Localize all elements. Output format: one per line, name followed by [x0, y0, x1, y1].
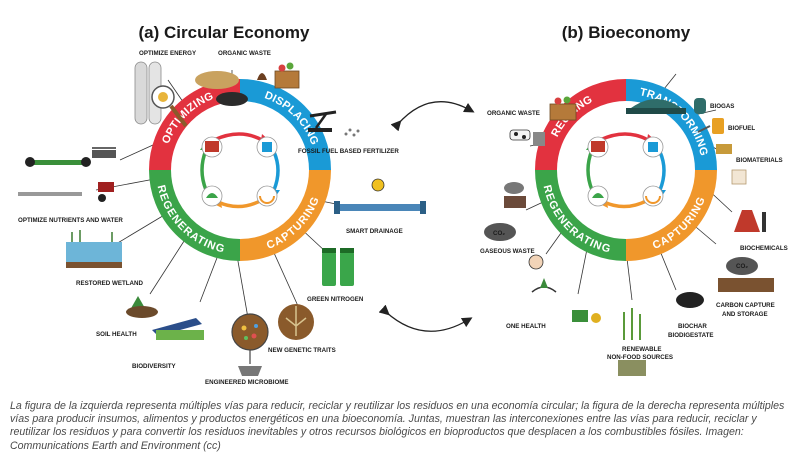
label-one-health: ONE HEALTH — [506, 323, 546, 330]
label-optimize-nutrients: OPTIMIZE NUTRIENTS AND WATER — [18, 217, 123, 224]
gaseous-waste-icon — [484, 182, 526, 241]
recycle-box-icon — [262, 142, 272, 152]
title-bioeconomy: (b) Bioeconomy — [562, 23, 691, 42]
drone-tractor-icon — [18, 147, 116, 202]
interconnection-arrow-top — [390, 101, 475, 132]
label-co2-left: CO₂ — [493, 230, 505, 237]
label-green-nitrogen: GREEN NITROGEN — [307, 296, 364, 303]
label-biochemicals: BIOCHEMICALS — [740, 245, 788, 252]
recycle-box-icon — [648, 142, 658, 152]
figure-canvas: (a) Circular Economy (b) Bioeconomy OPTI… — [18, 23, 788, 386]
label-carbon-capture-1: CARBON CAPTURE — [716, 302, 775, 309]
soil-health-icon — [126, 296, 158, 318]
biomaterials-icon — [716, 144, 747, 185]
biochemicals-icon — [734, 210, 766, 232]
biodiversity-icon — [152, 318, 204, 340]
capture-cycle-icon — [259, 195, 275, 204]
restored-wetland-icon — [66, 230, 122, 268]
oil-pump-icon — [308, 110, 360, 137]
ring-segment-displacing — [239, 79, 331, 171]
capture-cycle-icon — [645, 195, 661, 204]
label-optimize-energy: OPTIMIZE ENERGY — [139, 50, 197, 57]
label-biodiversity: BIODIVERSITY — [132, 363, 177, 370]
circular-economy-wheel: OPTIMIZING DISPLACING CAPTURING REGENERA… — [18, 50, 426, 386]
genetic-traits-icon — [278, 304, 314, 340]
label-carbon-capture-2: AND STORAGE — [722, 311, 768, 318]
microbiome-icon — [231, 313, 269, 376]
biogas-icon — [626, 98, 706, 114]
factory-icon — [591, 141, 605, 152]
label-organic-waste-left: ORGANIC WASTE — [218, 50, 271, 57]
carbon-capture-icon — [718, 257, 774, 292]
label-biofuel: BIOFUEL — [728, 125, 755, 132]
ring-segment-regenerating — [149, 169, 241, 261]
label-soil-health: SOIL HEALTH — [96, 331, 137, 338]
label-co2-right: CO₂ — [736, 263, 748, 270]
label-engineered-microbiome: ENGINEERED MICROBIOME — [205, 379, 289, 386]
ring-segment-regenerating-right — [535, 169, 627, 261]
green-nitrogen-icon — [322, 248, 354, 286]
inner-icons — [201, 136, 278, 207]
label-biochar-2: BIODIGESTATE — [668, 332, 714, 339]
label-biogas: BIOGAS — [710, 103, 734, 110]
label-restored-wetland: RESTORED WETLAND — [76, 280, 143, 287]
label-gaseous-waste: GASEOUS WASTE — [480, 248, 535, 255]
money-icon — [572, 310, 601, 323]
label-fossil-fertilizer: FOSSIL FUEL BASED FERTILIZER — [298, 148, 399, 155]
label-renewable-1: RENEWABLE — [622, 346, 662, 353]
label-organic-waste-right: ORGANIC WASTE — [487, 110, 540, 117]
bioeconomy-wheel: REUSING TRANSFORMING CAPTURING REGENERAT… — [480, 73, 788, 376]
inner-cycle-arrows — [200, 132, 280, 209]
label-smart-drainage: SMART DRAINAGE — [346, 228, 403, 235]
ring-segment-optimizing — [149, 79, 241, 171]
renewable-sources-icon — [618, 308, 646, 376]
inner-icons-right — [587, 136, 664, 207]
interconnection-arrow-bottom — [378, 304, 473, 332]
ring-segment-capturing — [239, 169, 331, 261]
optimize-energy-icon — [134, 61, 188, 128]
one-health-icon — [528, 254, 557, 293]
factory-icon — [205, 141, 219, 152]
label-new-genetic-traits: NEW GENETIC TRAITS — [268, 347, 336, 354]
biochar-icon — [676, 292, 704, 308]
seedling-icon — [592, 193, 604, 198]
smart-drainage-icon — [334, 178, 426, 214]
wheel-center-right — [558, 102, 694, 238]
figure-caption: La figura de la izquierda representa múl… — [10, 400, 785, 452]
organic-waste-right-icon — [509, 96, 577, 146]
label-biochar-1: BIOCHAR — [678, 323, 707, 330]
seedling-icon — [206, 193, 218, 198]
organic-waste-icon — [195, 62, 300, 106]
biofuel-icon — [697, 118, 724, 134]
title-circular-economy: (a) Circular Economy — [139, 23, 311, 42]
wheel-center — [172, 102, 308, 238]
label-renewable-2: NON-FOOD SOURCES — [607, 354, 673, 361]
ring-segment-capturing-right — [625, 169, 717, 261]
label-biomaterials: BIOMATERIALS — [736, 157, 783, 164]
